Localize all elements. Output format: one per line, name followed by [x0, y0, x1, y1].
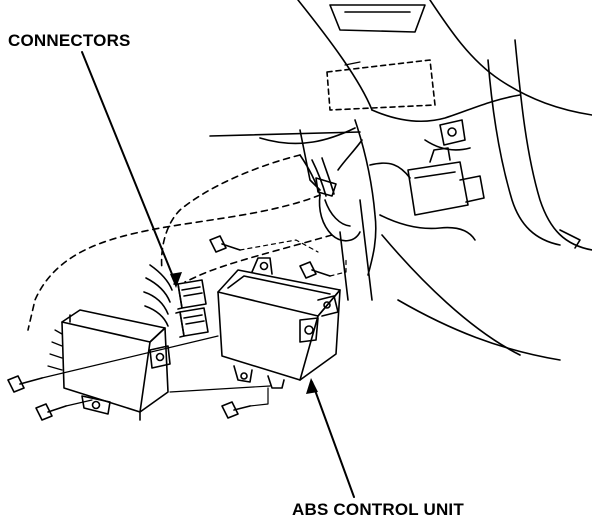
abs-control-unit	[217, 257, 341, 389]
bolt-upper-left	[209, 235, 241, 253]
wiring-harness	[27, 139, 363, 331]
mounting-bolts	[7, 235, 347, 421]
bolt-upper-mid	[299, 261, 331, 279]
connectors	[173, 279, 209, 338]
left-control-unit	[47, 309, 171, 421]
connectors-leader	[81, 51, 177, 285]
abs-arrowhead	[306, 378, 318, 394]
abs-control-unit-label: ABS CONTROL UNIT	[292, 500, 464, 519]
vehicle-body-structure	[209, 0, 592, 361]
abs-control-unit-leader	[311, 381, 355, 498]
bolt-abs-bottom	[221, 401, 251, 419]
bolt-left-unit-bottom	[35, 403, 67, 421]
connectors-arrowhead	[170, 272, 182, 288]
connectors-label: CONNECTORS	[8, 31, 131, 50]
bolt-left-unit-top	[7, 375, 43, 393]
